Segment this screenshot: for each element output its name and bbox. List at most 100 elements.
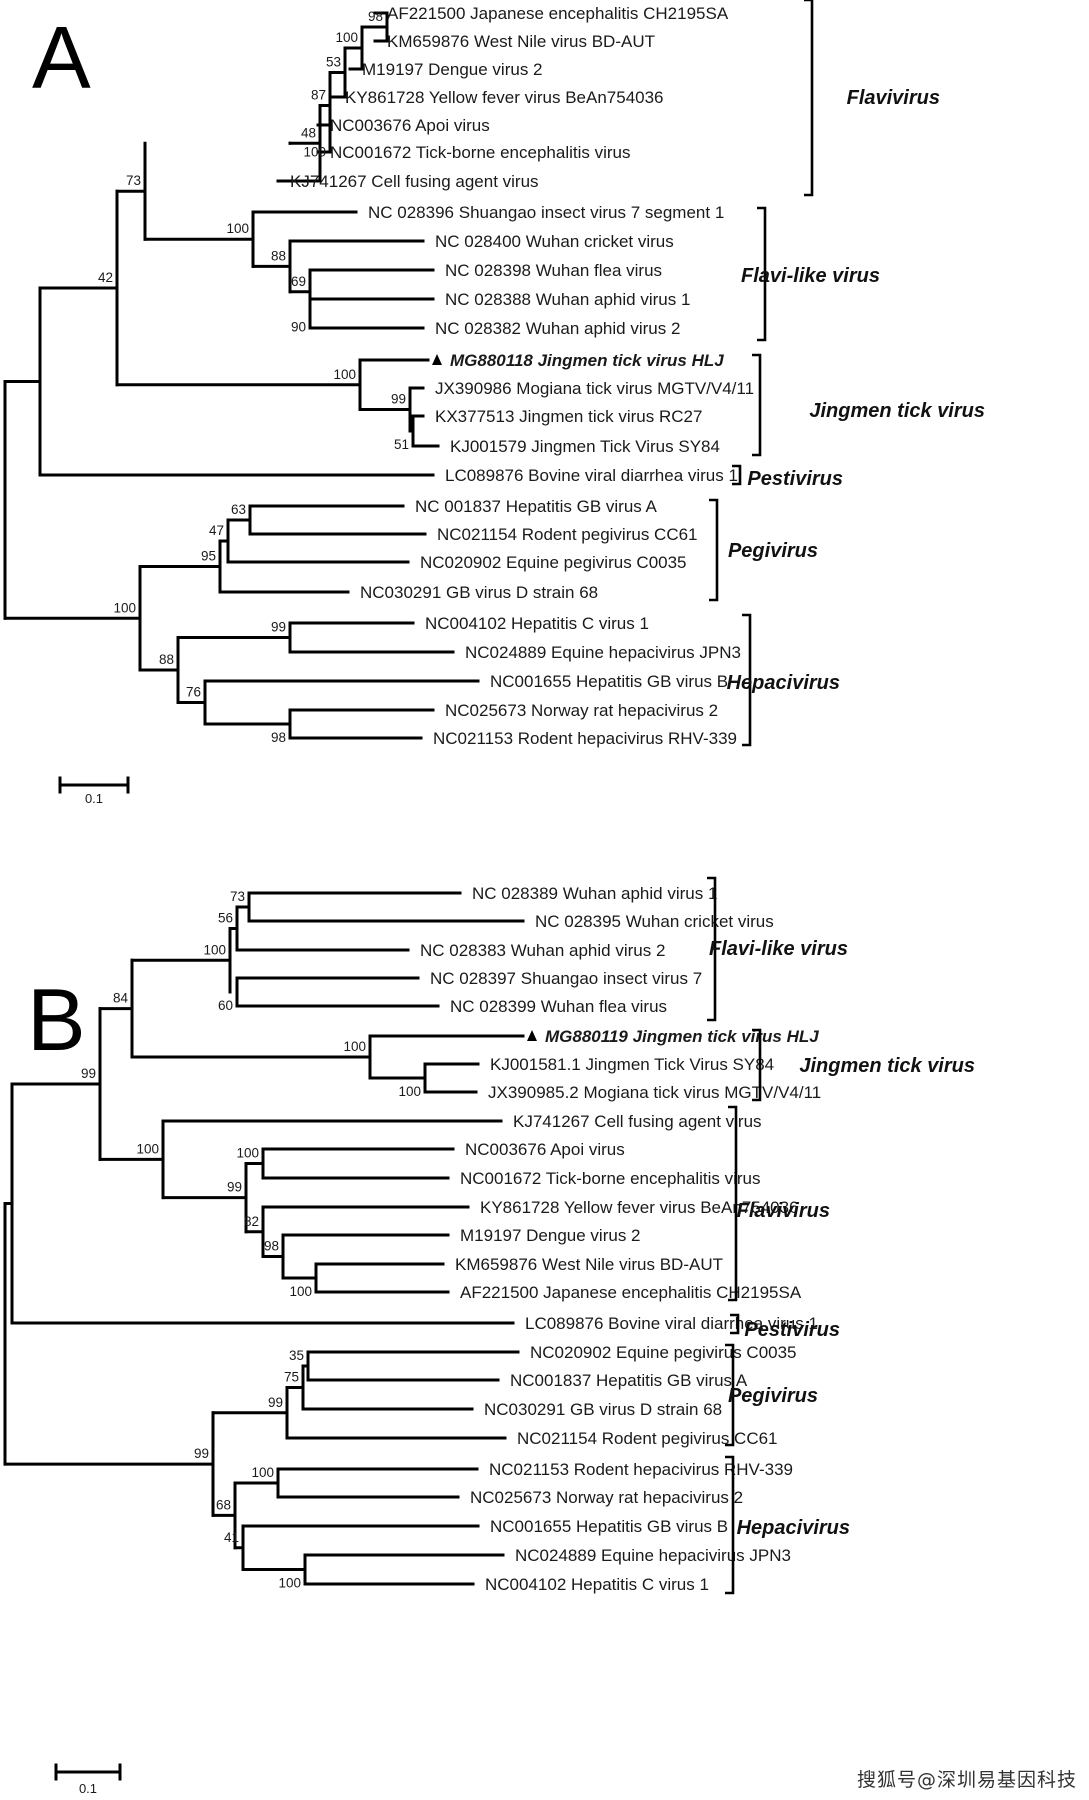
tip-label: NC 028399 Wuhan flea virus <box>450 997 667 1016</box>
tip-label: KY861728 Yellow fever virus BeAn754036 <box>480 1198 799 1217</box>
bootstrap-value: 100 <box>236 1146 259 1161</box>
tip-label: JX390985.2 Mogiana tick virus MGTV/V4/11 <box>488 1083 821 1102</box>
clade-bracket <box>725 1343 735 1447</box>
clade-label: Flavivirus <box>737 1200 830 1222</box>
panel-label: A <box>32 8 91 107</box>
bootstrap-value: 35 <box>289 1348 304 1363</box>
tip-label: KM659876 West Nile virus BD-AUT <box>387 32 655 51</box>
bootstrap-value: 99 <box>81 1066 96 1081</box>
tip-label: NC020902 Equine pegivirus C0035 <box>420 553 687 572</box>
tip-label: JX390986 Mogiana tick virus MGTV/V4/11 <box>435 379 754 398</box>
bootstrap-value: 98 <box>368 9 383 24</box>
bootstrap-value: 98 <box>264 1239 279 1254</box>
tip-label: NC020902 Equine pegivirus C0035 <box>530 1343 797 1362</box>
bootstrap-value: 75 <box>284 1370 299 1385</box>
bootstrap-value: 99 <box>194 1446 209 1461</box>
clade-label: Pegivirus <box>728 1385 818 1407</box>
clade-bracket <box>728 1105 738 1302</box>
tip-label: KJ001579 Jingmen Tick Virus SY84 <box>450 437 720 456</box>
tip-label: KJ741267 Cell fusing agent virus <box>290 172 539 191</box>
bootstrap-value: 99 <box>268 1395 283 1410</box>
tip-label: MG880118 Jingmen tick virus HLJ <box>450 351 724 370</box>
bootstrap-value: 100 <box>136 1141 159 1156</box>
bootstrap-value: 73 <box>230 889 245 904</box>
scale-bar-label: 0.1 <box>79 1781 97 1796</box>
tip-label: NC001672 Tick-borne encephalitis virus <box>330 143 631 162</box>
bootstrap-value: 73 <box>126 173 141 188</box>
tip-label: M19197 Dengue virus 2 <box>460 1226 641 1245</box>
bootstrap-value: 68 <box>216 1497 231 1512</box>
tip-label: NC024889 Equine hepacivirus JPN3 <box>515 1546 791 1565</box>
tip-label: NC025673 Norway rat hepacivirus 2 <box>470 1488 743 1507</box>
tip-label: NC030291 GB virus D strain 68 <box>484 1400 722 1419</box>
bootstrap-value: 99 <box>227 1180 242 1195</box>
tip-label: NC004102 Hepatitis C virus 1 <box>425 614 649 633</box>
tip-label: LC089876 Bovine viral diarrhea virus 1 <box>445 466 738 485</box>
bootstrap-value: 41 <box>224 1530 239 1545</box>
bootstrap-value: 48 <box>301 125 316 140</box>
bootstrap-value: 100 <box>333 367 356 382</box>
tip-label: NC 028382 Wuhan aphid virus 2 <box>435 319 680 338</box>
bootstrap-value: 100 <box>335 30 358 45</box>
tip-label: NC 028383 Wuhan aphid virus 2 <box>420 941 665 960</box>
clade-label: Hepacivirus <box>727 672 840 694</box>
clade-label: Flavi-like virus <box>741 265 880 287</box>
bootstrap-value: 42 <box>98 270 113 285</box>
tip-label: NC 028400 Wuhan cricket virus <box>435 232 674 251</box>
bootstrap-value: 60 <box>218 998 233 1013</box>
tip-label: NC001655 Hepatitis GB virus B <box>490 1517 728 1536</box>
clade-label: Pestivirus <box>744 1319 840 1341</box>
bootstrap-value: 63 <box>231 502 246 517</box>
tip-label: NC030291 GB virus D strain 68 <box>360 583 598 602</box>
bootstrap-value: 69 <box>291 274 306 289</box>
tip-label: NC 028396 Shuangao insect virus 7 segmen… <box>368 203 724 222</box>
bootstrap-value: 51 <box>394 437 409 452</box>
bootstrap-value: 90 <box>291 320 306 335</box>
bootstrap-value: 88 <box>271 248 286 263</box>
clade-bracket <box>725 1455 735 1595</box>
tip-label: NC 028398 Wuhan flea virus <box>445 261 662 280</box>
tip-label: NC024889 Equine hepacivirus JPN3 <box>465 643 741 662</box>
tip-label: KM659876 West Nile virus BD-AUT <box>455 1255 723 1274</box>
tip-label: NC004102 Hepatitis C virus 1 <box>485 1575 709 1594</box>
bootstrap-value: 100 <box>343 1039 366 1054</box>
tip-label: NC001655 Hepatitis GB virus B <box>490 672 728 691</box>
tip-label: AF221500 Japanese encephalitis CH2195SA <box>387 4 729 23</box>
bootstrap-value: 100 <box>203 942 226 957</box>
bootstrap-value: 47 <box>209 523 224 538</box>
clade-bracket <box>732 464 742 486</box>
bootstrap-value: 88 <box>159 652 174 667</box>
tip-label: NC003676 Apoi virus <box>330 116 490 135</box>
clade-bracket <box>707 876 717 1022</box>
tip-label: AF221500 Japanese encephalitis CH2195SA <box>460 1283 802 1302</box>
triangle-marker-icon <box>527 1030 537 1041</box>
bootstrap-value: 84 <box>113 991 129 1006</box>
clade-label: Pegivirus <box>728 540 818 562</box>
bootstrap-value: 100 <box>398 1084 421 1099</box>
triangle-marker-icon <box>432 354 442 365</box>
clade-bracket <box>804 0 814 197</box>
panel-label: B <box>27 970 86 1069</box>
tip-label: NC 028389 Wuhan aphid virus 1 <box>472 884 717 903</box>
tip-label: KY861728 Yellow fever virus BeAn754036 <box>345 88 664 107</box>
bootstrap-value: 100 <box>289 1284 312 1299</box>
tip-label: KX377513 Jingmen tick virus RC27 <box>435 407 702 426</box>
clade-bracket <box>730 1313 740 1335</box>
tip-label: NC 028388 Wuhan aphid virus 1 <box>445 290 690 309</box>
clade-bracket <box>742 613 752 747</box>
tip-label: M19197 Dengue virus 2 <box>362 60 543 79</box>
tip-label: LC089876 Bovine viral diarrhea virus 1 <box>525 1314 818 1333</box>
tip-label: KJ001581.1 Jingmen Tick Virus SY84 <box>490 1055 774 1074</box>
clade-bracket <box>752 353 762 457</box>
clade-label: Pestivirus <box>747 468 843 490</box>
tip-label: NC001837 Hepatitis GB virus A <box>510 1371 748 1390</box>
clade-label: Flavivirus <box>847 87 940 109</box>
bootstrap-value: 100 <box>113 600 136 615</box>
tip-label: NC021154 Rodent pegivirus CC61 <box>437 525 698 544</box>
tip-label: NC 001837 Hepatitis GB virus A <box>415 497 658 516</box>
clade-label: Jingmen tick virus <box>799 1055 975 1077</box>
clade-label: Hepacivirus <box>737 1517 850 1539</box>
